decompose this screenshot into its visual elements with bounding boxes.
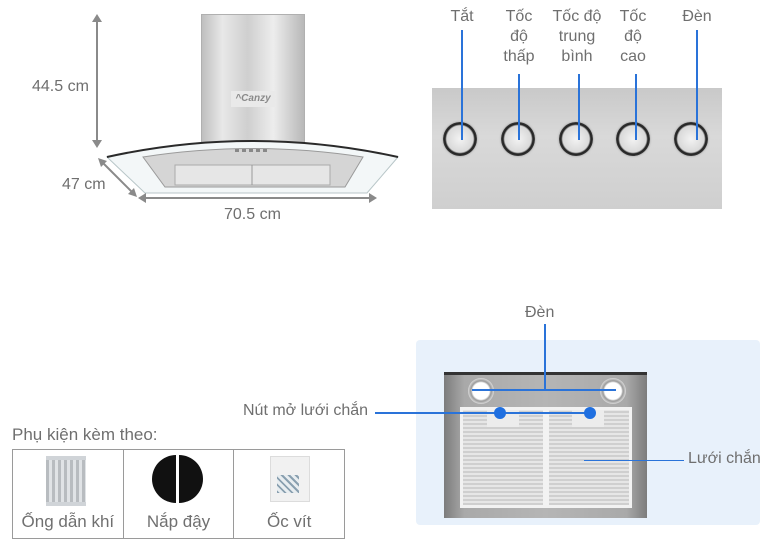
width-arrow-head-left: [138, 193, 146, 203]
light-button: [674, 122, 708, 156]
brand-logo: ^Canzy: [231, 91, 275, 107]
lamp-left: [468, 378, 494, 404]
depth-label: 47 cm: [62, 176, 106, 193]
front-light-callout-vertical: [544, 324, 546, 390]
release-button-dot-right: [584, 407, 596, 419]
label-low-speed: Tốc độ thấp: [503, 8, 535, 65]
screws-icon: [277, 475, 300, 493]
accessory-screws: Ốc vít: [234, 450, 344, 538]
height-arrow-head-bottom: [92, 140, 102, 148]
callout-light: [696, 30, 698, 140]
filter-label: Lưới chắn: [688, 450, 761, 467]
label-light: Đèn: [682, 8, 712, 25]
medium-speed-button: [559, 122, 593, 156]
accessory-cover-caps: Nắp đậy: [124, 450, 235, 538]
release-button-dot-left: [494, 407, 506, 419]
off-button: [443, 122, 477, 156]
front-light-label: Đèn: [525, 304, 555, 321]
label-high-speed: Tốc độ cao: [619, 8, 647, 65]
front-light-callout-horizontal: [472, 389, 616, 391]
depth-arrow: [98, 158, 137, 197]
air-duct-icon: [46, 456, 86, 506]
high-speed-button: [616, 122, 650, 156]
cover-caps-icon-right: [178, 455, 203, 503]
callout-high: [635, 74, 637, 140]
callout-medium: [578, 74, 580, 140]
accessories-table: Ống dẫn khí Nắp đậy Ốc vít: [12, 449, 345, 539]
accessories-title: Phụ kiện kèm theo:: [12, 425, 158, 444]
width-arrow-head-right: [369, 193, 377, 203]
screws-bag-icon: [270, 456, 311, 502]
width-label: 70.5 cm: [224, 206, 281, 223]
grease-filter-left: [460, 407, 546, 508]
height-arrow: [96, 18, 98, 144]
cover-caps-icon: [151, 455, 176, 503]
width-arrow: [142, 197, 370, 199]
hood-glass-canopy: [105, 140, 399, 194]
callout-off: [461, 30, 463, 140]
height-label: 44.5 cm: [32, 78, 89, 95]
chimney: [201, 14, 305, 148]
label-off: Tắt: [450, 8, 474, 25]
label-medium-speed: Tốc độ trung bình: [552, 8, 602, 65]
release-button-callout: [375, 412, 590, 414]
filter-callout: [584, 460, 684, 461]
accessory-air-duct: Ống dẫn khí: [13, 450, 124, 538]
callout-low: [518, 74, 520, 140]
height-arrow-head-top: [92, 14, 102, 22]
release-button-label: Nút mở lưới chắn: [243, 402, 369, 419]
lamp-right: [600, 378, 626, 404]
